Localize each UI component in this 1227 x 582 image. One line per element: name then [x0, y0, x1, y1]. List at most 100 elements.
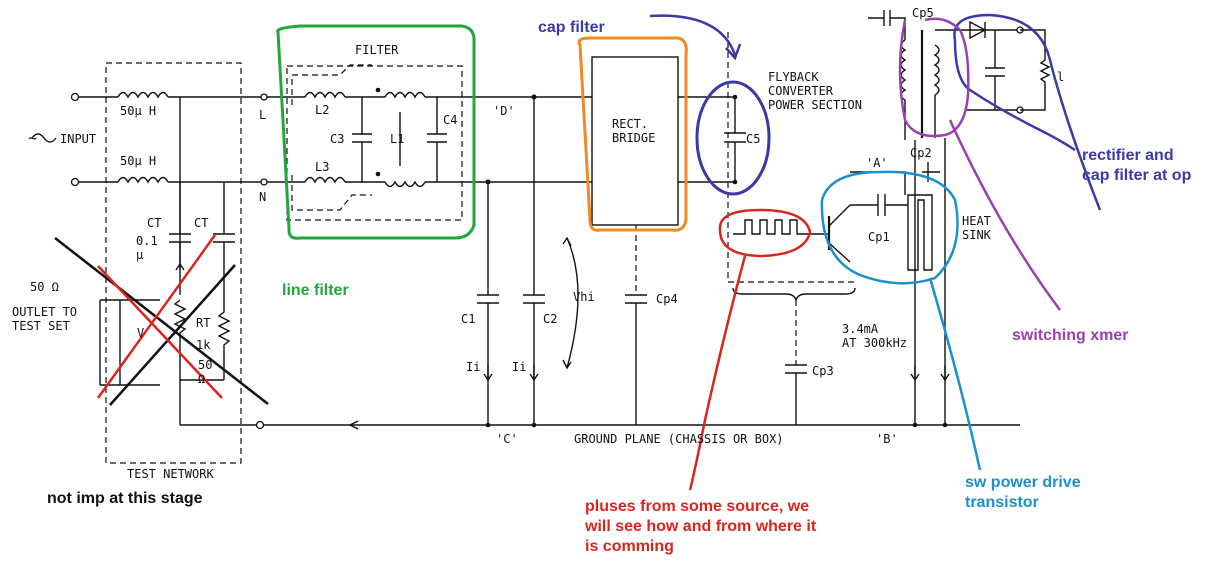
CT-right-label: CT [194, 216, 209, 230]
filter-label: FILTER [355, 43, 399, 57]
Cp5-label: Cp5 [912, 6, 934, 20]
red-cross-line-1 [96, 234, 217, 399]
transformer-primary [900, 39, 907, 101]
fifty-r-label: 50 Ω [198, 358, 213, 386]
C4-label: C4 [443, 113, 458, 127]
cap-Cp4-plates [625, 294, 647, 425]
resistor-RT [173, 299, 187, 380]
inductor-L3 [304, 176, 346, 184]
CT-left-label: CT [147, 216, 162, 230]
output-cap [985, 30, 1005, 110]
node-A-label: 'A' [866, 156, 888, 170]
transistor-base [815, 204, 851, 263]
filter-shield-bottom [291, 175, 372, 211]
switching-xmer-annotation: switching xmer [1012, 327, 1129, 344]
not-imp-annotation: not imp at this stage [47, 490, 203, 507]
inductor-L2 [304, 91, 346, 99]
cyan-transistor-outline [820, 170, 982, 471]
vhi-arrow [562, 236, 579, 370]
input-terminal-bottom [70, 177, 80, 187]
node-B-label: 'B' [876, 432, 898, 446]
RT-label: RT [196, 316, 211, 330]
node-D-label: 'D' [493, 104, 515, 118]
line-filter-annotation: line filter [282, 282, 349, 299]
test-network-box [105, 62, 242, 464]
flyback-label: FLYBACK CONVERTER POWER SECTION [768, 70, 862, 112]
Cp2-label: Cp2 [910, 146, 932, 160]
Vhi-label: Vhi [573, 290, 595, 304]
cap-C2 [523, 97, 545, 425]
cap-C1 [477, 182, 499, 425]
ground-terminal [255, 420, 265, 430]
node-L-label: L [259, 108, 267, 122]
inductor-bottom-label: 50μ H [120, 154, 157, 168]
green-line-filter-outline [276, 24, 476, 240]
cap-C3 [352, 97, 372, 182]
current-arrow-2 [529, 365, 539, 382]
node-N-label: N [259, 190, 267, 204]
pulses-annotation: pluses from some source, we will see how… [585, 498, 817, 555]
Ii-label-2: Ii [512, 360, 527, 374]
inductor-top-label: 50μ H [120, 104, 157, 118]
node-A-wire [850, 171, 906, 195]
ground-arrow [349, 420, 359, 430]
purple-transformer-outline [898, 17, 1062, 311]
drive-pulse-waveform [733, 219, 815, 235]
inductor-line-50uh [117, 91, 169, 99]
blue-cap-filter-arrow [649, 14, 742, 61]
output-load [1020, 29, 1051, 111]
blue-rectifier-outline [953, 13, 1102, 211]
C3-label: C3 [330, 132, 345, 146]
L2-label: L2 [315, 103, 330, 117]
cap-Cp1 [868, 194, 908, 216]
input-label: INPUT [60, 132, 97, 146]
inductor-L1-top [384, 91, 426, 99]
node-C-label: 'C' [496, 432, 518, 446]
red-cross-line-2 [97, 265, 223, 399]
black-cross-line-1 [54, 237, 269, 405]
heat-sink-label: HEAT SINK [962, 214, 991, 242]
filter-shield-top [291, 64, 372, 105]
V-label: V [137, 326, 145, 340]
ground-current-arrow-2 [940, 365, 950, 382]
black-cross-line-2 [109, 264, 236, 406]
ground-current-arrow-1 [910, 365, 920, 382]
L1-label: L1 [390, 132, 405, 146]
node-L [260, 93, 268, 101]
CT-value-label: 0.1 μ [136, 234, 158, 262]
current-label: 3.4mA AT 300kHz [842, 322, 908, 350]
cap-C5 [724, 97, 746, 182]
C1-label: C1 [461, 312, 476, 326]
C2-label: C2 [543, 312, 558, 326]
flyback-brace [732, 287, 856, 303]
input-terminal-top [70, 92, 80, 102]
sw-power-annotation: sw power drive transistor [965, 474, 1081, 511]
L3-label: L3 [315, 160, 330, 174]
test-network-label: TEST NETWORK [127, 467, 214, 481]
primary-lead [904, 30, 916, 425]
blue-c5-circle [695, 80, 771, 196]
cap-Cp3-plates [785, 364, 807, 425]
output-diode [965, 20, 1020, 40]
Ii-label-1: Ii [466, 360, 481, 374]
red-pulse-outline [688, 208, 812, 491]
Cp4-label: Cp4 [656, 292, 678, 306]
inductor-L1-bottom [384, 180, 426, 188]
heat-sink [907, 194, 933, 271]
current-arrow-1 [483, 365, 493, 382]
inductor-neutral-50uh [117, 176, 169, 184]
outlet-label: OUTLET TO TEST SET [12, 305, 78, 333]
rectifier-cap-annotation: rectifier and cap filter at op [1082, 147, 1192, 184]
rect-bridge-box [591, 56, 679, 226]
node-N [260, 178, 268, 186]
ac-symbol-label: ~ [28, 129, 38, 147]
1k-label: 1k [196, 338, 211, 352]
C5-label: C5 [746, 132, 761, 146]
Cp3-label: Cp3 [812, 364, 834, 378]
transformer-secondary [933, 44, 940, 96]
cap-filter-annotation: cap filter [538, 19, 605, 36]
ac-source-symbol [31, 133, 57, 143]
filter-box [286, 65, 463, 221]
orange-bridge-outline [577, 36, 688, 232]
